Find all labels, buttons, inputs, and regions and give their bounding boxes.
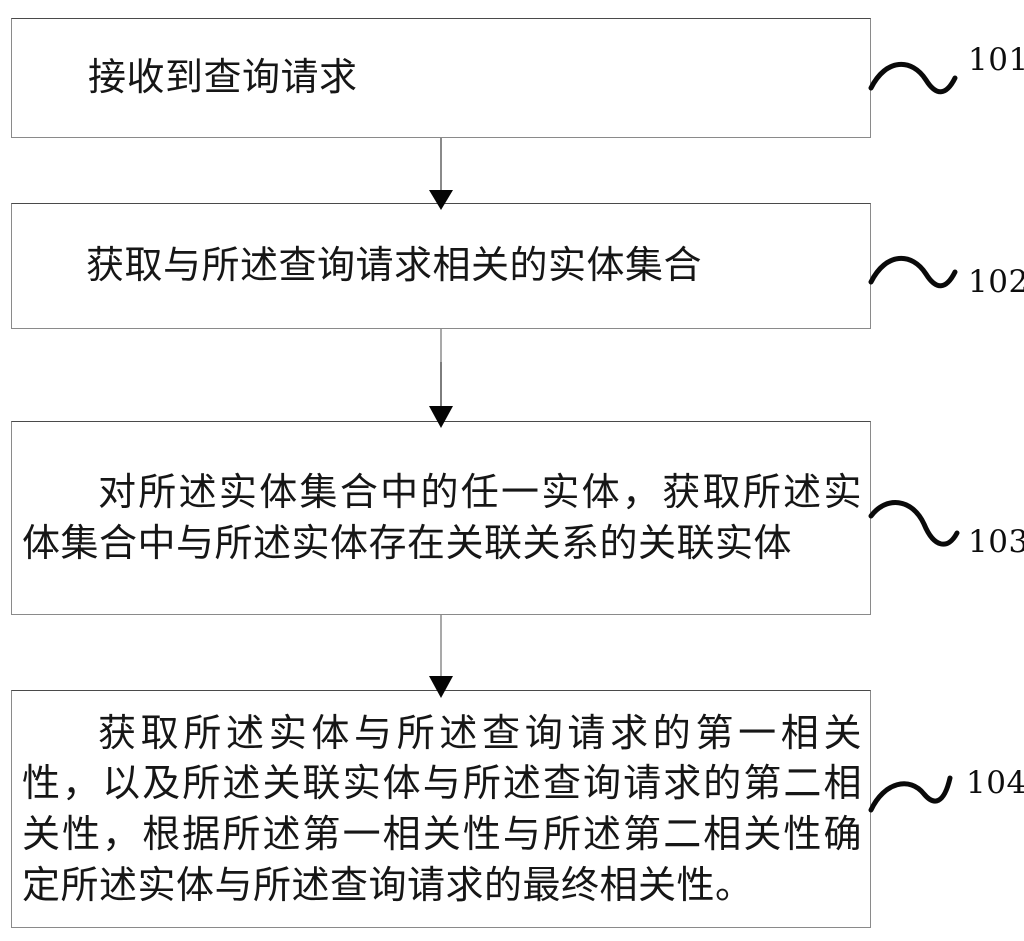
connector-arrow-103-104 bbox=[429, 615, 453, 698]
leader-squiggle-104 bbox=[868, 775, 953, 813]
reference-numeral-103: 103 bbox=[968, 524, 1024, 560]
flow-step-text-102: 获取与所述查询请求相关的实体集合 bbox=[86, 243, 703, 288]
reference-numeral-102: 102 bbox=[968, 264, 1024, 300]
connector-arrow-101-102 bbox=[429, 138, 453, 210]
leader-squiggle-102 bbox=[868, 256, 958, 289]
flow-step-text-104: 获取所述实体与所述查询请求的第一相关性，以及所述关联实体与所述查询请求的第二相关… bbox=[22, 710, 862, 907]
flow-step-box-102: 获取与所述查询请求相关的实体集合 bbox=[11, 203, 871, 329]
leader-squiggle-103 bbox=[868, 500, 960, 547]
flow-step-text-103: 对所述实体集合中的任一实体，获取所述实体集合中与所述实体存在关联关系的关联实体 bbox=[22, 470, 862, 565]
reference-numeral-104: 104 bbox=[966, 765, 1024, 801]
reference-numeral-101: 101 bbox=[968, 42, 1024, 78]
flow-step-box-103: 对所述实体集合中的任一实体，获取所述实体集合中与所述实体存在关联关系的关联实体 bbox=[11, 421, 871, 615]
flow-step-text-101: 接收到查询请求 bbox=[88, 55, 358, 100]
leader-squiggle-101 bbox=[868, 62, 958, 95]
connector-arrow-102-103 bbox=[429, 329, 453, 428]
flow-step-box-104: 获取所述实体与所述查询请求的第一相关性，以及所述关联实体与所述查询请求的第二相关… bbox=[11, 690, 871, 928]
flow-step-box-101: 接收到查询请求 bbox=[11, 18, 871, 138]
